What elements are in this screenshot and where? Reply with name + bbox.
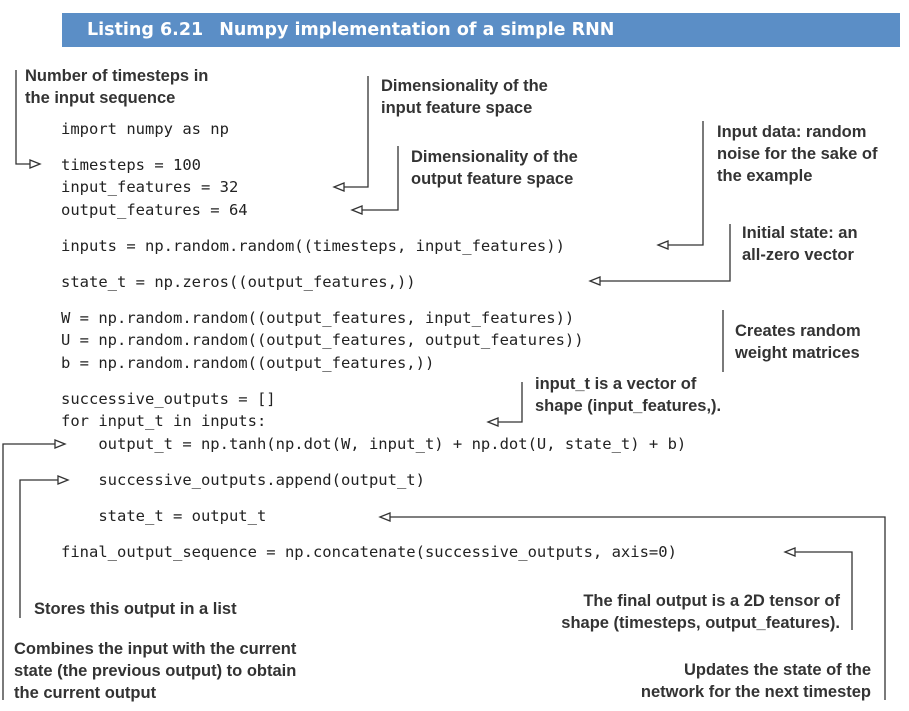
annotation-stores: Stores this output in a list [34, 600, 237, 618]
code-line: W = np.random.random((output_features, i… [61, 309, 575, 327]
code-line: b = np.random.random((output_features,)) [61, 354, 435, 372]
code-line: successive_outputs.append(output_t) [61, 471, 425, 489]
code-line: output_t = np.tanh(np.dot(W, input_t) + … [61, 435, 687, 453]
code-line: timesteps = 100 [61, 156, 201, 174]
code-line: inputs = np.random.random((timesteps, in… [61, 237, 565, 255]
code-line: import numpy as np [61, 120, 229, 138]
code-line: U = np.random.random((output_features, o… [61, 331, 584, 349]
listing-banner: Listing 6.21 Numpy implementation of a s… [62, 13, 900, 47]
listing-title: Numpy implementation of a simple RNN [219, 20, 615, 40]
code-line: state_t = np.zeros((output_features,)) [61, 273, 416, 291]
code-line: successive_outputs = [] [61, 390, 276, 408]
listing-number: Listing 6.21 [87, 20, 204, 40]
code-line: final_output_sequence = np.concatenate(s… [61, 543, 677, 561]
code-line: output_features = 64 [61, 201, 248, 219]
code-line: input_features = 32 [61, 178, 239, 196]
code-line: state_t = output_t [61, 507, 267, 525]
code-line: for input_t in inputs: [61, 412, 267, 430]
